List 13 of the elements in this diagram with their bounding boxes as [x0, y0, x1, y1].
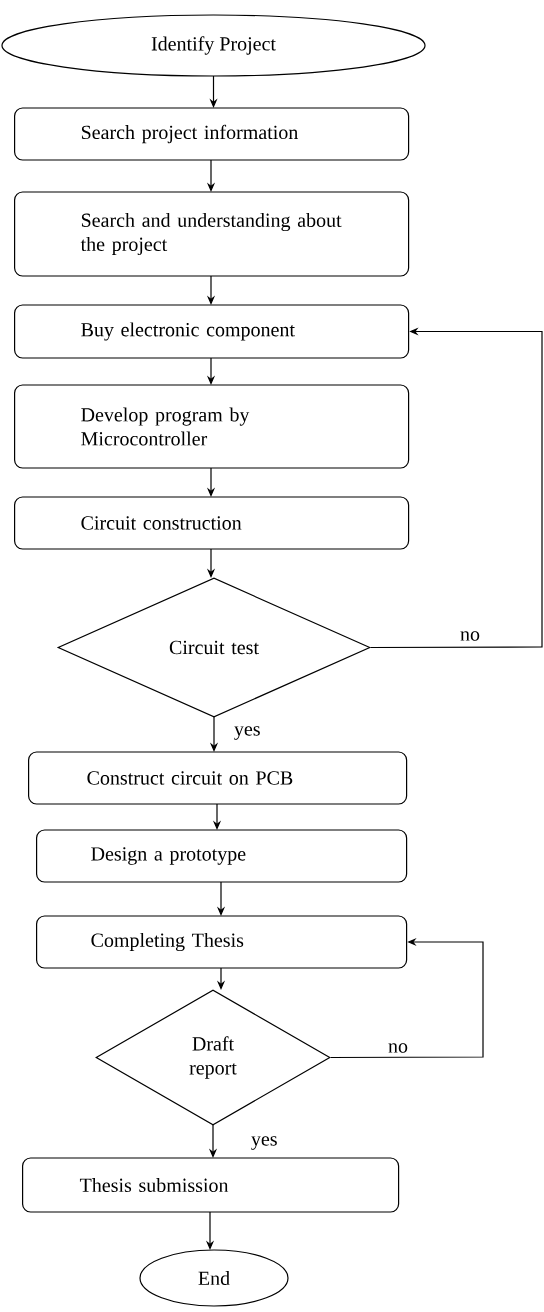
- edge-label: yes: [249, 1134, 279, 1152]
- edge-label: no: [458, 629, 482, 643]
- edge-label: yes: [232, 724, 262, 742]
- process-box: Search project information: [14, 107, 410, 161]
- process-box: Design a prototype: [36, 829, 408, 883]
- process-box: Buy electronic component: [14, 304, 410, 359]
- process-box: Construct circuit on PCB: [28, 751, 408, 805]
- edge-label: no: [386, 1041, 410, 1055]
- process-box: Thesis submission: [22, 1157, 400, 1213]
- process-box: Search and understanding about the project: [14, 191, 410, 277]
- process-box: Circuit construction: [14, 496, 410, 550]
- process-box: Develop program by Microcontroller: [14, 384, 410, 469]
- process-box: Completing Thesis: [36, 915, 408, 969]
